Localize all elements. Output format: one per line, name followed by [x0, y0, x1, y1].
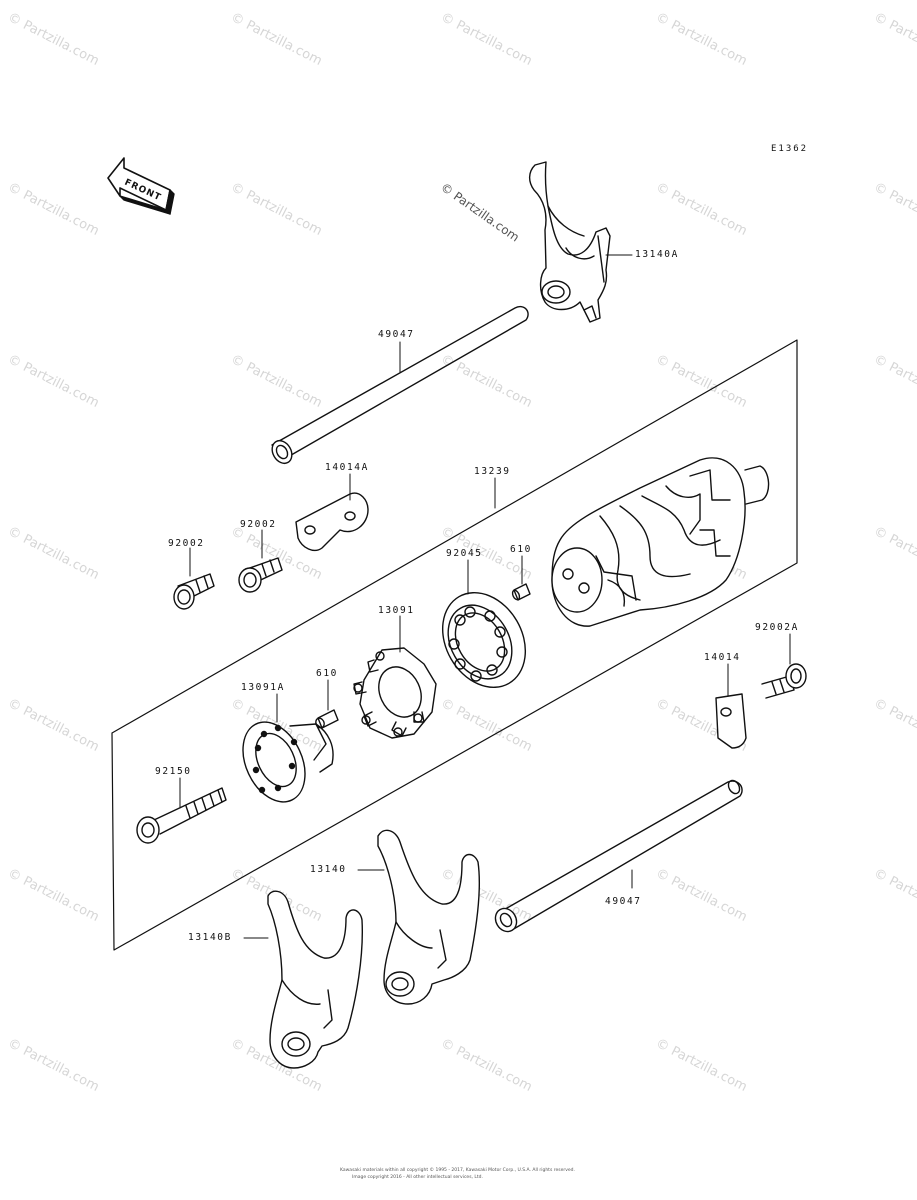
label-13140a: 13140A [635, 249, 679, 260]
shift-fork-13140a [528, 161, 611, 323]
plate-14014 [715, 693, 747, 749]
diagram-code: E1362 [771, 144, 809, 154]
label-13140: 13140 [310, 864, 347, 875]
label-13091a: 13091A [241, 682, 285, 693]
leader-lines [179, 254, 791, 939]
label-49047-bottom: 49047 [605, 896, 642, 907]
label-92002-mid: 92002 [240, 519, 277, 530]
bolt-92150 [136, 787, 227, 844]
bolt-92002a [761, 663, 807, 699]
label-14014a: 14014A [325, 462, 369, 473]
label-92002-left: 92002 [168, 538, 205, 549]
assembly-outline [111, 339, 798, 951]
shift-fork-13140 [377, 829, 480, 1005]
label-610-top: 610 [510, 544, 532, 555]
plate-14014a [295, 492, 369, 552]
shift-drum-13239 [551, 457, 770, 627]
label-92045: 92045 [446, 548, 483, 559]
pin-610-top [511, 583, 531, 601]
copyright-line-1: Kawasaki materials within all copyright … [340, 1168, 575, 1173]
front-arrow-icon: FRONT [107, 157, 175, 215]
label-92002a: 92002A [755, 622, 799, 633]
bolt-92002-mid [238, 557, 283, 593]
label-13091: 13091 [378, 605, 415, 616]
cam-plate-13091 [353, 647, 437, 739]
copyright-line-2: Image copyright 2016 - All other intelle… [352, 1175, 483, 1180]
shift-rod-49047-top [271, 305, 529, 465]
bearing-92045 [441, 592, 527, 688]
label-13140b: 13140B [188, 932, 232, 943]
label-13239: 13239 [474, 466, 511, 477]
label-49047-top: 49047 [378, 329, 415, 340]
cam-disk-13091a [242, 721, 334, 803]
bolt-92002-left [173, 573, 215, 610]
label-610-bottom: 610 [316, 668, 338, 679]
shift-rod-49047-bottom [494, 779, 743, 933]
label-92150: 92150 [155, 766, 192, 777]
label-14014: 14014 [704, 652, 741, 663]
shift-fork-13140b [267, 890, 364, 1069]
